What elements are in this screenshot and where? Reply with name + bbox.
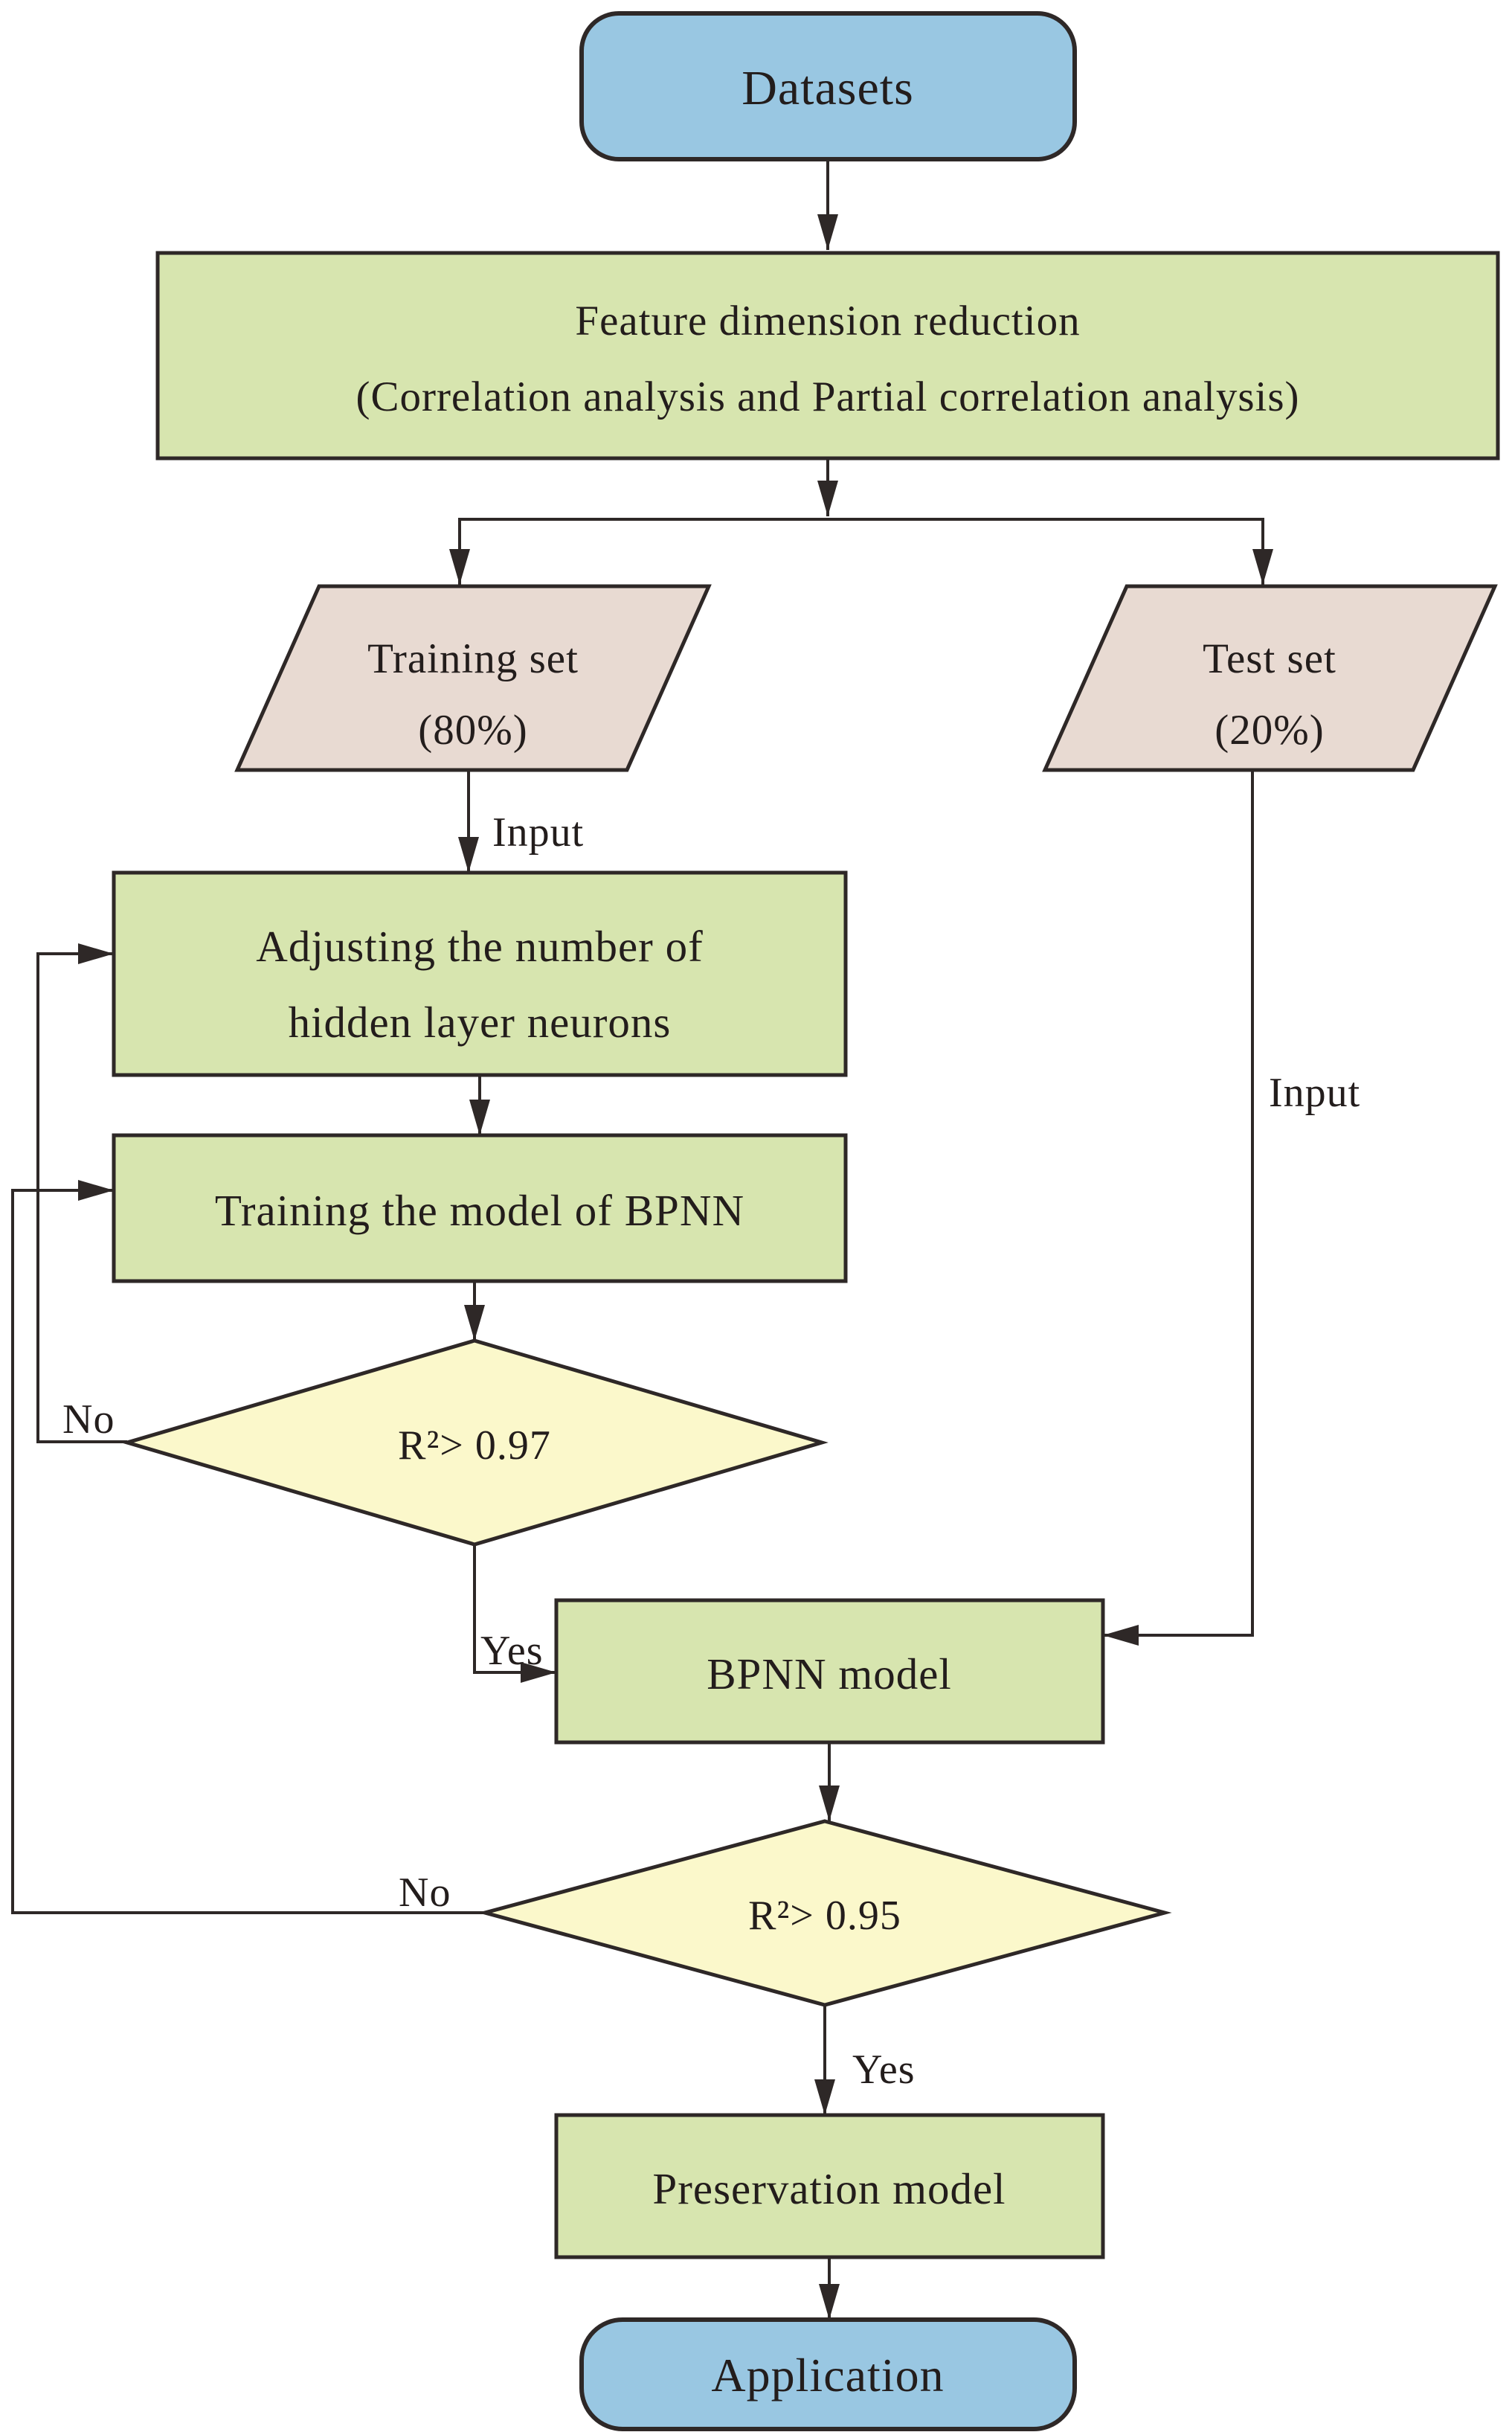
node-training-bpnn-label: Training the model of BPNN (215, 1186, 744, 1235)
node-test-set-line2: (20%) (1215, 707, 1324, 754)
node-training-set (234, 584, 712, 772)
node-preservation-model (554, 2113, 1105, 2259)
node-datasets-label: Datasets (741, 61, 914, 115)
edge-label-yes-decision2: Yes (852, 2047, 915, 2093)
edge-label-input-left: Input (492, 809, 584, 856)
node-test-set-line1: Test set (1203, 635, 1336, 682)
node-decision-r2-095-label: R²> 0.95 (748, 1893, 901, 1939)
node-bpnn-model (554, 1598, 1105, 1745)
node-test-set (1042, 584, 1498, 772)
node-adjusting-neurons (112, 870, 848, 1077)
node-training-set-line2: (80%) (418, 707, 527, 754)
edge-split-to-sets (449, 518, 1273, 585)
node-decision-r2-097 (120, 1338, 829, 1547)
node-adjusting-neurons-line2: hidden layer neurons (289, 998, 672, 1047)
node-application-label: Application (711, 2349, 944, 2401)
edge-label-input-right: Input (1269, 1070, 1360, 1116)
edge-testset-to-bpnn (1103, 771, 1254, 1646)
edge-label-no-decision1: No (62, 1396, 115, 1443)
node-training-set-line1: Training set (367, 635, 579, 682)
node-decision-r2-097-label: R²> 0.97 (398, 1422, 551, 1469)
node-datasets (579, 11, 1077, 161)
node-bpnn-model-label: BPNN model (707, 1649, 952, 1698)
edge-label-no-decision2: No (399, 1870, 451, 1916)
edge-label-yes-decision1: Yes (480, 1628, 543, 1674)
edge-decision2-no-loop-to-trainingbpnn (11, 1180, 485, 1914)
node-training-bpnn (112, 1133, 848, 1283)
edge-decision1-yes-to-bpnn (473, 1544, 556, 1683)
node-feature-reduction (155, 251, 1500, 461)
node-decision-r2-095 (477, 1819, 1172, 2007)
node-preservation-model-label: Preservation model (652, 2164, 1006, 2213)
node-adjusting-neurons-line1: Adjusting the number of (256, 922, 703, 971)
node-application (579, 2317, 1077, 2431)
node-feature-reduction-line2: (Correlation analysis and Partial correl… (356, 373, 1299, 420)
node-feature-reduction-line1: Feature dimension reduction (575, 298, 1080, 344)
edge-decision1-no-loop-to-adjusting (36, 943, 127, 1443)
